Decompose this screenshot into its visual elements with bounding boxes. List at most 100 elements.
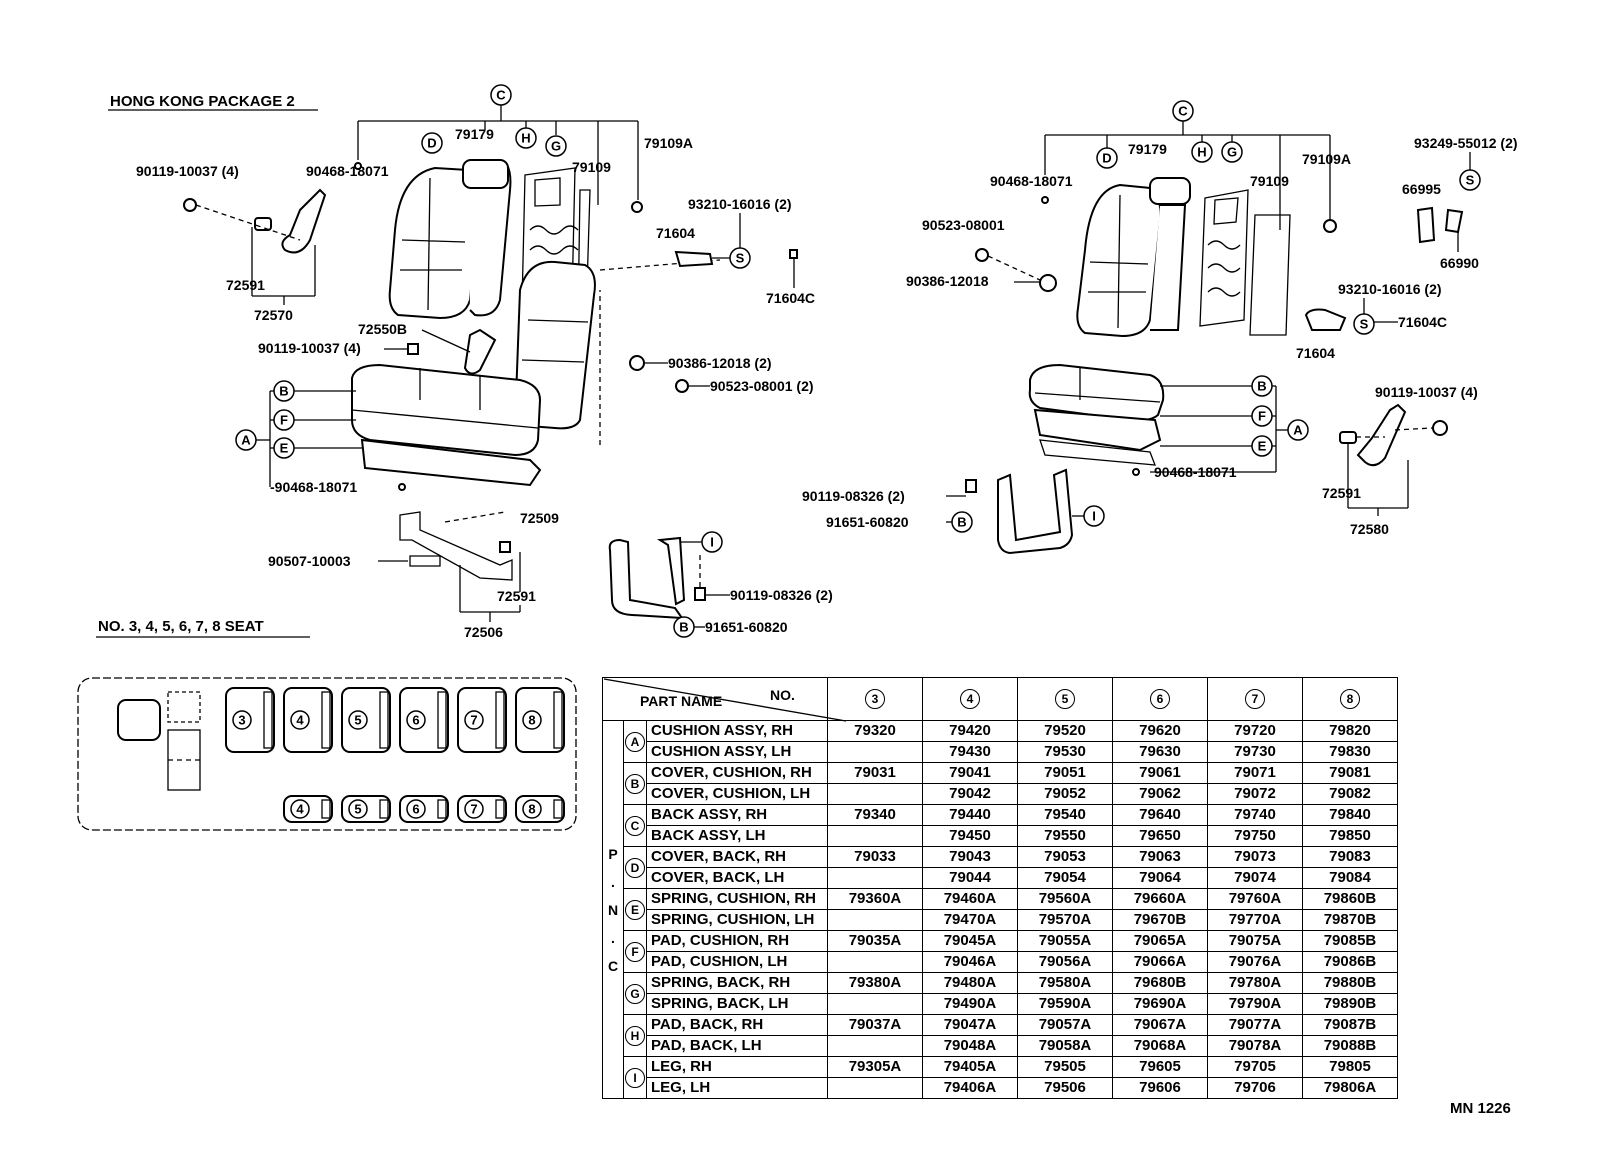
group-code-I: I: [623, 1056, 647, 1099]
part-number: 79063: [1112, 846, 1208, 868]
label-79179-left: 79179: [455, 126, 494, 142]
part-name: SPRING, CUSHION, RH: [646, 888, 828, 910]
callout-a-left: A: [241, 433, 251, 448]
part-name: COVER, CUSHION, RH: [646, 762, 828, 784]
part-number: 79430: [922, 741, 1018, 763]
callout-a-right: A: [1293, 423, 1303, 438]
table-col-number-4: 4: [960, 689, 980, 709]
seat-icon-row2-5-label: 5: [354, 802, 361, 817]
table-col-header-6: 6: [1112, 677, 1208, 721]
part-number: 79860B: [1302, 888, 1398, 910]
table-col-header-8: 8: [1302, 677, 1398, 721]
label-79109-right: 79109: [1250, 173, 1289, 189]
callout-e-right: E: [1258, 439, 1267, 454]
seat-icon-row1-4-label: 4: [296, 713, 304, 728]
callout-h-right: H: [1197, 145, 1206, 160]
group-code-A: A: [623, 720, 647, 763]
group-code-H: H: [623, 1014, 647, 1057]
callout-s-left: S: [736, 251, 745, 266]
package-title: HONG KONG PACKAGE 2: [110, 93, 295, 110]
part-number: 79046A: [922, 951, 1018, 973]
label-71604-right: 71604: [1296, 345, 1335, 361]
part-number: 79051: [1017, 762, 1113, 784]
label-79109-left: 79109: [572, 159, 611, 175]
part-number: 79520: [1017, 720, 1113, 742]
left-seat-assembly: C D 79179 H G 79109A 79109 90119-10037 (…: [136, 84, 833, 640]
part-number: 79805: [1302, 1056, 1398, 1078]
part-number: 79083: [1302, 846, 1398, 868]
label-72570: 72570: [254, 307, 293, 323]
part-number: [827, 951, 923, 973]
part-number: 79720: [1207, 720, 1303, 742]
part-number: [827, 741, 923, 763]
callout-h-left: H: [521, 131, 530, 146]
part-number: 79505: [1017, 1056, 1113, 1078]
diagram-code: MN 1226: [1450, 1100, 1511, 1117]
part-number: [827, 867, 923, 889]
part-number: 79305A: [827, 1056, 923, 1078]
callout-e-left: E: [280, 441, 289, 456]
part-number: 79706: [1207, 1077, 1303, 1099]
part-number: 79420: [922, 720, 1018, 742]
label-90119-08326-right: 90119-08326 (2): [802, 488, 905, 504]
label-72591-b: 72591: [497, 588, 536, 604]
part-number: 79670B: [1112, 909, 1208, 931]
part-number: 79620: [1112, 720, 1208, 742]
part-number: 79062: [1112, 783, 1208, 805]
label-72591-right: 72591: [1322, 485, 1361, 501]
part-name: PAD, CUSHION, LH: [646, 951, 828, 973]
part-number: 79056A: [1017, 951, 1113, 973]
label-90507-10003: 90507-10003: [268, 553, 351, 569]
label-72550b: 72550B: [358, 321, 407, 337]
seat-icon-row1-6-label: 6: [412, 713, 419, 728]
pnc-letter: N: [607, 901, 619, 918]
table-header-diagonal-cell: [602, 677, 828, 721]
part-number: 79820: [1302, 720, 1398, 742]
part-number: 79470A: [922, 909, 1018, 931]
part-number: 79680B: [1112, 972, 1208, 994]
part-number: 79085B: [1302, 930, 1398, 952]
table-col-header-4: 4: [922, 677, 1018, 721]
seat-icon-row2-4: 4: [283, 795, 333, 823]
part-number: 79077A: [1207, 1014, 1303, 1036]
seat-icon-row2-6: 6: [399, 795, 449, 823]
group-code-F: F: [623, 930, 647, 973]
label-91651-60820-right: 91651-60820: [826, 514, 909, 530]
part-number: 79806A: [1302, 1077, 1398, 1099]
part-number: 79640: [1112, 804, 1208, 826]
part-number: 79045A: [922, 930, 1018, 952]
seat-icon-row1-4: 4: [283, 687, 333, 753]
label-90119-10037-a: 90119-10037 (4): [136, 163, 239, 179]
seat-icon-row1-5-label: 5: [354, 713, 361, 728]
part-name: SPRING, BACK, LH: [646, 993, 828, 1015]
table-col-number-3: 3: [865, 689, 885, 709]
group-code-D: D: [623, 846, 647, 889]
part-name: PAD, BACK, LH: [646, 1035, 828, 1057]
seat-icon-row1-7-label: 7: [470, 713, 477, 728]
seat-icon-row1-8-label: 8: [528, 713, 535, 728]
part-number: 79047A: [922, 1014, 1018, 1036]
group-code-C: C: [623, 804, 647, 847]
part-number: 79054: [1017, 867, 1113, 889]
part-number: 79073: [1207, 846, 1303, 868]
part-name: LEG, LH: [646, 1077, 828, 1099]
group-code-badge-H: H: [625, 1025, 645, 1046]
part-number: [827, 993, 923, 1015]
part-number: [827, 783, 923, 805]
group-code-E: E: [623, 888, 647, 931]
part-number: 79340: [827, 804, 923, 826]
label-66990: 66990: [1440, 255, 1479, 271]
part-number: 79730: [1207, 741, 1303, 763]
table-col-number-7: 7: [1245, 689, 1265, 709]
